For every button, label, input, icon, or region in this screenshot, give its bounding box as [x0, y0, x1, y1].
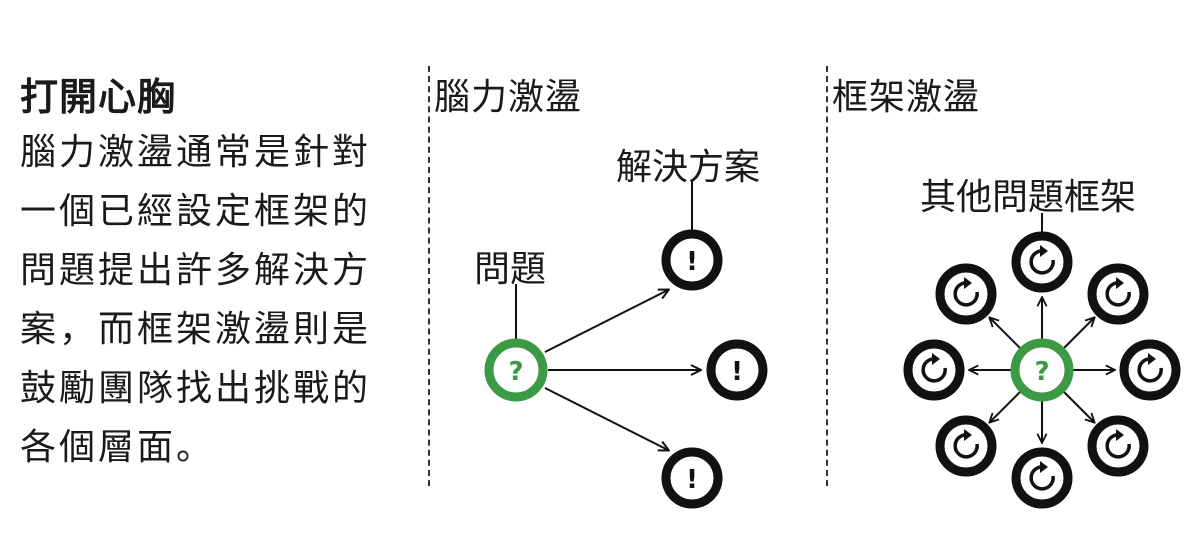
intro-line: 各個層面。 [20, 427, 216, 468]
solution-node-top: ! [661, 229, 723, 291]
arrow-up-left [990, 318, 1025, 353]
divider-right [826, 66, 828, 486]
refresh-icon-bottom-left [935, 415, 997, 477]
intro-line: 案，而框架激盪則是 [20, 309, 372, 350]
intro-title: 打開心胸 [20, 75, 177, 119]
divider-left [428, 66, 430, 486]
intro-line: 腦力激盪通常是針對 [20, 132, 372, 173]
refresh-icon-right [1119, 339, 1181, 401]
intro-body: 腦力激盪通常是針對 一個已經設定框架的 問題提出許多解決方 案，而框架激盪則是 … [20, 123, 410, 477]
refresh-icon-left [903, 339, 965, 401]
solution-symbol: ! [731, 357, 743, 387]
arrow-down-right [1059, 387, 1094, 422]
solution-node-middle: ! [706, 339, 768, 401]
arrow-to-top-solution [544, 290, 668, 353]
arrow-up-right [1059, 318, 1094, 353]
solution-symbol: ! [686, 247, 698, 277]
intro-line: 一個已經設定框架的 [20, 191, 372, 232]
problem-label: 問題 [474, 249, 547, 290]
frames-label: 其他問題框架 [920, 177, 1137, 218]
center-problem-node: ? [1010, 338, 1074, 402]
framestorm-diagram: ? [903, 213, 1181, 509]
refresh-icon-bottom [1011, 447, 1073, 509]
refresh-icon-top-left [935, 263, 997, 325]
problem-symbol: ? [1034, 357, 1049, 387]
refresh-icon-bottom-right [1087, 415, 1149, 477]
framestorm-title: 框架激盪 [832, 77, 981, 118]
arrow-to-bottom-solution [544, 387, 668, 450]
refresh-icon-top-right [1087, 263, 1149, 325]
brainstorm-title: 腦力激盪 [434, 77, 583, 118]
intro-line: 問題提出許多解決方 [20, 250, 372, 291]
problem-symbol: ? [508, 357, 523, 387]
solution-symbol: ! [686, 465, 698, 495]
refresh-icon-top [1011, 231, 1073, 293]
solution-label: 解決方案 [616, 147, 761, 188]
solution-node-bottom: ! [661, 447, 723, 509]
arrow-down-left [990, 387, 1025, 422]
brainstorm-diagram: ? ! ! ! [484, 180, 768, 509]
intro-line: 鼓勵團隊找出挑戰的 [20, 368, 372, 409]
problem-node: ? [484, 338, 548, 402]
